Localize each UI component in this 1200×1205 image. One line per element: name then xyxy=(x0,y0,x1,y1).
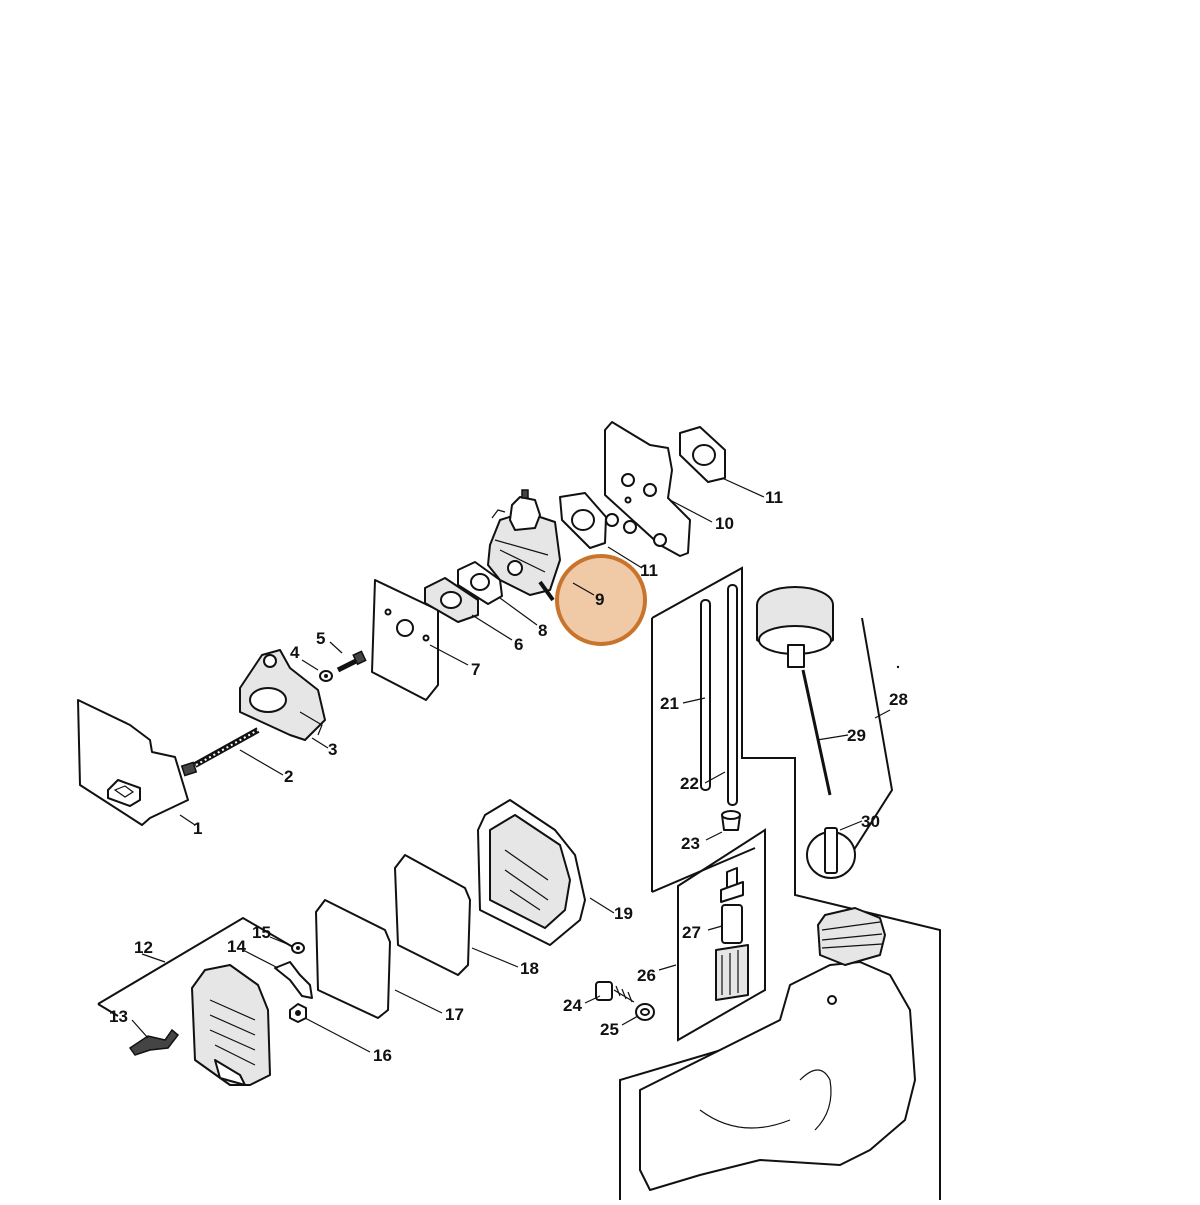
callout-label: 26 xyxy=(637,966,656,985)
callout-label: 23 xyxy=(681,834,700,853)
callout-label: 27 xyxy=(682,923,701,942)
part-9-carburetor xyxy=(487,489,561,602)
callout-label: 16 xyxy=(373,1046,392,1065)
callout-label: 28 xyxy=(889,690,908,709)
callout-label: 2 xyxy=(284,767,293,786)
part-30-fuel-pickup xyxy=(806,827,856,879)
part-11-gasket-lower xyxy=(559,492,607,549)
part-11-gasket-upper xyxy=(679,426,726,483)
callout-label: 24 xyxy=(563,996,582,1015)
highlight-marker xyxy=(555,554,647,646)
callout-label: 25 xyxy=(600,1020,619,1039)
callout-label: 10 xyxy=(715,514,734,533)
part-21-fuel-line xyxy=(700,599,711,791)
cap-bracket xyxy=(837,617,894,876)
part-2-bolt xyxy=(180,727,260,777)
part-13-clip xyxy=(128,1028,180,1056)
part-6-flange-gasket xyxy=(424,577,479,623)
callout-label: 15 xyxy=(252,923,271,942)
part-14-bracket xyxy=(274,961,313,999)
callout-label: 8 xyxy=(538,621,547,640)
leader-lines xyxy=(131,477,891,1053)
part-15-nut xyxy=(291,942,305,954)
cover-bracket xyxy=(97,916,299,1017)
callout-label-highlighted[interactable]: 9 xyxy=(595,590,604,609)
part-28-fuel-cap xyxy=(756,586,834,668)
part-17-filter-pad xyxy=(315,899,391,1019)
fuel-tank xyxy=(619,907,916,1200)
callout-label: 1 xyxy=(193,819,202,838)
callout-label: 11 xyxy=(765,488,783,507)
callout-label: 30 xyxy=(861,812,880,831)
part-25-washer xyxy=(635,1003,655,1021)
part-5-screw xyxy=(336,650,367,673)
callout-label: 21 xyxy=(660,694,679,713)
callout-label: 5 xyxy=(316,629,325,648)
part-8-gasket xyxy=(457,561,503,605)
part-4-washer xyxy=(319,670,333,682)
part-16-nut xyxy=(289,1003,307,1023)
callout-label: 4 xyxy=(290,643,300,662)
callout-label: 11 xyxy=(640,561,658,580)
callout-label: 12 xyxy=(134,938,153,957)
part-27-fuel-filter xyxy=(715,867,749,1001)
callout-label: 17 xyxy=(445,1005,464,1024)
callout-label: 29 xyxy=(847,726,866,745)
callout-label: 13 xyxy=(109,1007,128,1026)
callout-label: 6 xyxy=(514,635,523,654)
part-19-filter-housing xyxy=(477,799,586,946)
callout-label: 19 xyxy=(614,904,633,923)
part-22-fuel-line xyxy=(727,584,738,806)
callout-label: 7 xyxy=(471,660,480,679)
callout-labels: 1 2 3 4 5 6 7 8 9 10 11 11 12 13 14 15 1… xyxy=(109,488,908,1065)
part-12-filter-cover xyxy=(191,964,271,1086)
callout-label: 22 xyxy=(680,774,699,793)
filter-bracket xyxy=(677,828,766,1042)
part-3-intake-flange xyxy=(239,649,326,741)
callout-label: 3 xyxy=(328,740,337,759)
part-10-plate xyxy=(604,421,691,557)
part-1-baffle xyxy=(77,699,189,826)
part-23-grommet xyxy=(721,810,741,831)
part-29-retainer-cord xyxy=(801,669,832,796)
callout-label: 18 xyxy=(520,959,539,978)
part-24-purge-valve xyxy=(595,981,635,1003)
callout-label: 14 xyxy=(227,937,246,956)
part-18-filter-pad xyxy=(394,854,471,976)
